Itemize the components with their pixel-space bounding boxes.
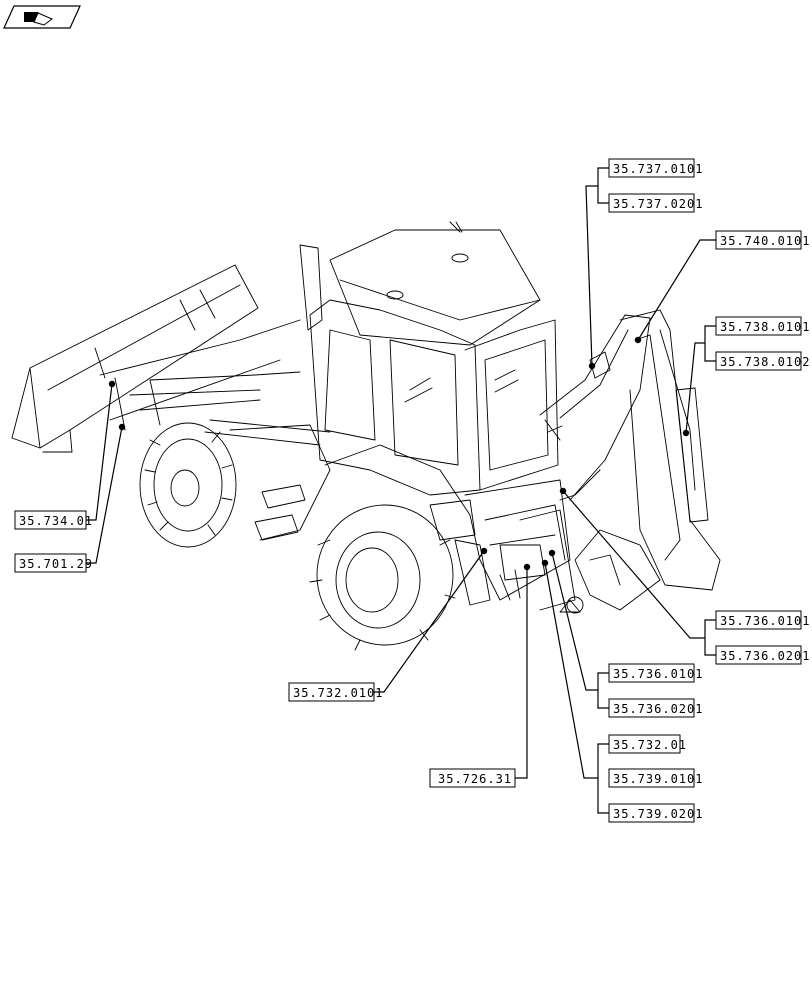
svg-text:35.736.0201: 35.736.0201 bbox=[613, 702, 703, 716]
callout-35-738-0101[interactable]: 35.738.0101 bbox=[715, 316, 810, 336]
flip-view-icon[interactable] bbox=[3, 5, 81, 29]
svg-text:35.736.0101: 35.736.0101 bbox=[720, 614, 810, 628]
callout-35-736-0201-b[interactable]: 35.736.0201 bbox=[608, 698, 703, 718]
callout-35-701-29[interactable]: 35.701.29 bbox=[14, 553, 93, 573]
callout-35-726-31[interactable]: 35.726.31 bbox=[429, 768, 516, 788]
svg-text:35.737.0101: 35.737.0101 bbox=[613, 162, 703, 176]
svg-text:35.732.0101: 35.732.0101 bbox=[293, 686, 383, 700]
callout-35-734-01[interactable]: 35.734.01 bbox=[14, 510, 93, 530]
callout-35-739-0201[interactable]: 35.739.0201 bbox=[608, 803, 703, 823]
svg-text:35.738.0101: 35.738.0101 bbox=[720, 320, 810, 334]
svg-text:35.726.31: 35.726.31 bbox=[438, 772, 512, 786]
callout-35-736-0201-a[interactable]: 35.736.0201 bbox=[715, 645, 810, 665]
callout-35-739-0101[interactable]: 35.739.0101 bbox=[608, 768, 703, 788]
leader-dots bbox=[108, 336, 690, 571]
svg-text:35.732.01: 35.732.01 bbox=[613, 738, 687, 752]
callout-35-737-0201[interactable]: 35.737.0201 bbox=[608, 193, 703, 213]
callout-35-736-0101-b[interactable]: 35.736.0101 bbox=[608, 663, 703, 683]
svg-text:35.740.0101: 35.740.0101 bbox=[720, 234, 810, 248]
svg-text:35.734.01: 35.734.01 bbox=[19, 514, 93, 528]
svg-text:35.738.0102: 35.738.0102 bbox=[720, 355, 810, 369]
svg-text:35.736.0101: 35.736.0101 bbox=[613, 667, 703, 681]
svg-text:35.701.29: 35.701.29 bbox=[19, 557, 93, 571]
callout-35-736-0101-a[interactable]: 35.736.0101 bbox=[715, 610, 810, 630]
svg-text:35.739.0101: 35.739.0101 bbox=[613, 772, 703, 786]
svg-text:35.736.0201: 35.736.0201 bbox=[720, 649, 810, 663]
callout-35-740-0101[interactable]: 35.740.0101 bbox=[715, 230, 810, 250]
leader-lines bbox=[86, 167, 716, 814]
machine-illustration bbox=[11, 221, 721, 651]
callout-35-732-01[interactable]: 35.732.01 bbox=[608, 734, 687, 754]
callout-35-738-0102[interactable]: 35.738.0102 bbox=[715, 351, 810, 371]
svg-text:35.739.0201: 35.739.0201 bbox=[613, 807, 703, 821]
callout-35-732-0101[interactable]: 35.732.0101 bbox=[288, 682, 383, 702]
svg-text:35.737.0201: 35.737.0201 bbox=[613, 197, 703, 211]
callout-35-737-0101[interactable]: 35.737.0101 bbox=[608, 158, 703, 178]
